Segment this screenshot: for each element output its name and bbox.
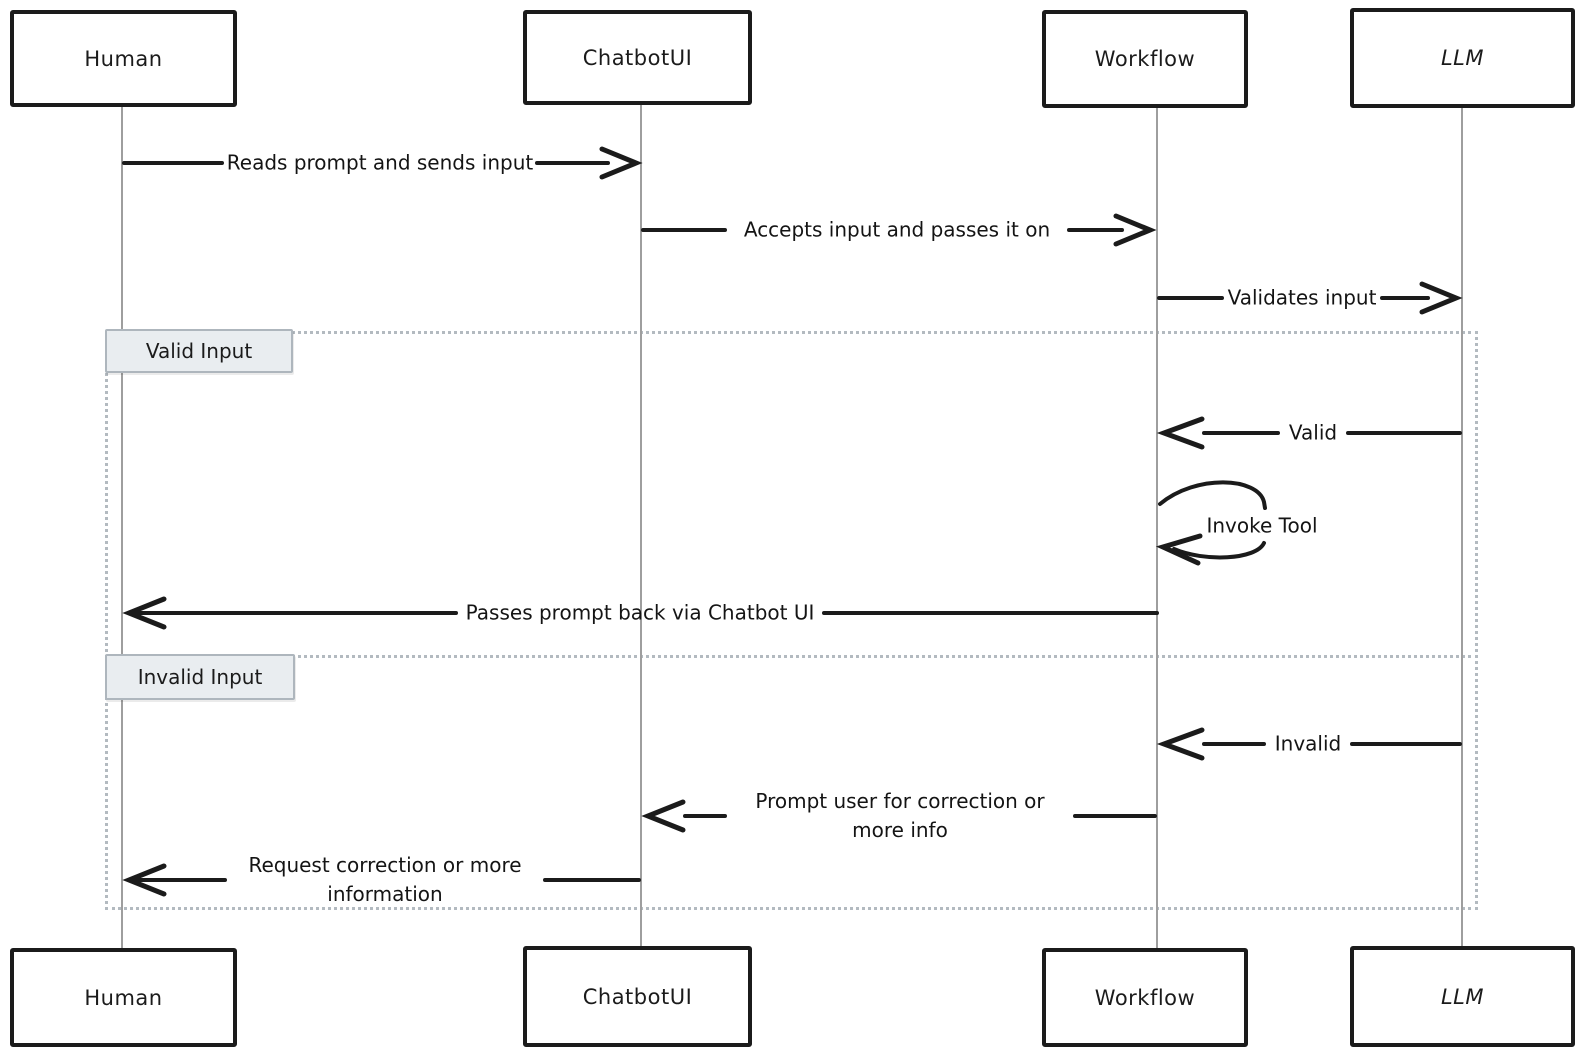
message-label-invalid: Invalid (1274, 731, 1342, 756)
message-arrow-invoke-tool (1155, 480, 1267, 566)
actor-name: Workflow (1094, 47, 1196, 71)
message-arrow-valid (1156, 416, 1462, 450)
message-arrow-prompt-user (641, 799, 1157, 833)
message-arrow-invalid (1156, 727, 1462, 761)
actor-name: Human (84, 46, 163, 71)
actor-box-chatbotui-top: ChatbotUI (523, 10, 752, 105)
alt-section-divider (105, 655, 1478, 658)
self-loop-top (1158, 480, 1267, 510)
message-label-accepts-input: Accepts input and passes it on (743, 217, 1051, 242)
arrowhead-left-icon (122, 863, 167, 897)
actor-name: Human (84, 985, 163, 1010)
actor-name: ChatbotUI (582, 45, 693, 70)
actor-box-workflow-bottom: Workflow (1042, 948, 1248, 1047)
alt-section-label-text: Valid Input (145, 339, 253, 363)
actor-box-llm-top: LLM (1350, 8, 1575, 108)
message-arrow-passes-prompt-back (122, 596, 1159, 630)
arrowhead-left-icon (1155, 533, 1203, 566)
alt-section-label-valid-input: Valid Input (105, 329, 293, 373)
actor-name: LLM (1440, 46, 1485, 70)
actor-name: ChatbotUI (582, 984, 693, 1009)
actor-box-chatbotui-bottom: ChatbotUI (523, 946, 752, 1047)
actor-name: LLM (1440, 984, 1485, 1009)
message-arrow-request-correction (122, 863, 641, 897)
alt-section-label-invalid-input: Invalid Input (105, 654, 295, 700)
arrowhead-right-icon (599, 146, 643, 180)
message-label-invoke-tool: Invoke Tool (1206, 513, 1318, 538)
message-label-passes-prompt-back: Passes prompt back via Chatbot UI (465, 600, 815, 625)
alt-section-label-text: Invalid Input (137, 665, 263, 689)
actor-name: Workflow (1094, 985, 1196, 1010)
message-arrow-validates-input (1157, 281, 1463, 315)
arrowhead-left-icon (641, 799, 686, 833)
arrowhead-left-icon (1156, 727, 1205, 761)
message-arrow-reads-prompt (122, 146, 643, 180)
message-arrow-accepts-input (641, 213, 1157, 247)
lifelines (121, 105, 1463, 948)
message-label-validates-input: Validates input (1227, 285, 1377, 310)
message-label-valid: Valid (1288, 420, 1338, 445)
actor-box-human-top: Human (10, 10, 237, 107)
message-label-request-correction: Request correction or more information (248, 853, 522, 906)
actor-box-human-bottom: Human (10, 948, 237, 1047)
message-label-prompt-user: Prompt user for correction or more info (755, 789, 1045, 842)
arrowhead-right-icon (1419, 281, 1463, 315)
arrowhead-left-icon (122, 596, 167, 630)
message-label-reads-prompt: Reads prompt and sends input (226, 150, 534, 175)
self-loop-bottom (1172, 541, 1266, 560)
arrowhead-right-icon (1113, 213, 1157, 247)
alt-frame (105, 331, 1478, 910)
actor-box-workflow-top: Workflow (1042, 10, 1248, 108)
actor-box-llm-bottom: LLM (1350, 946, 1575, 1047)
arrowhead-left-icon (1156, 416, 1205, 450)
